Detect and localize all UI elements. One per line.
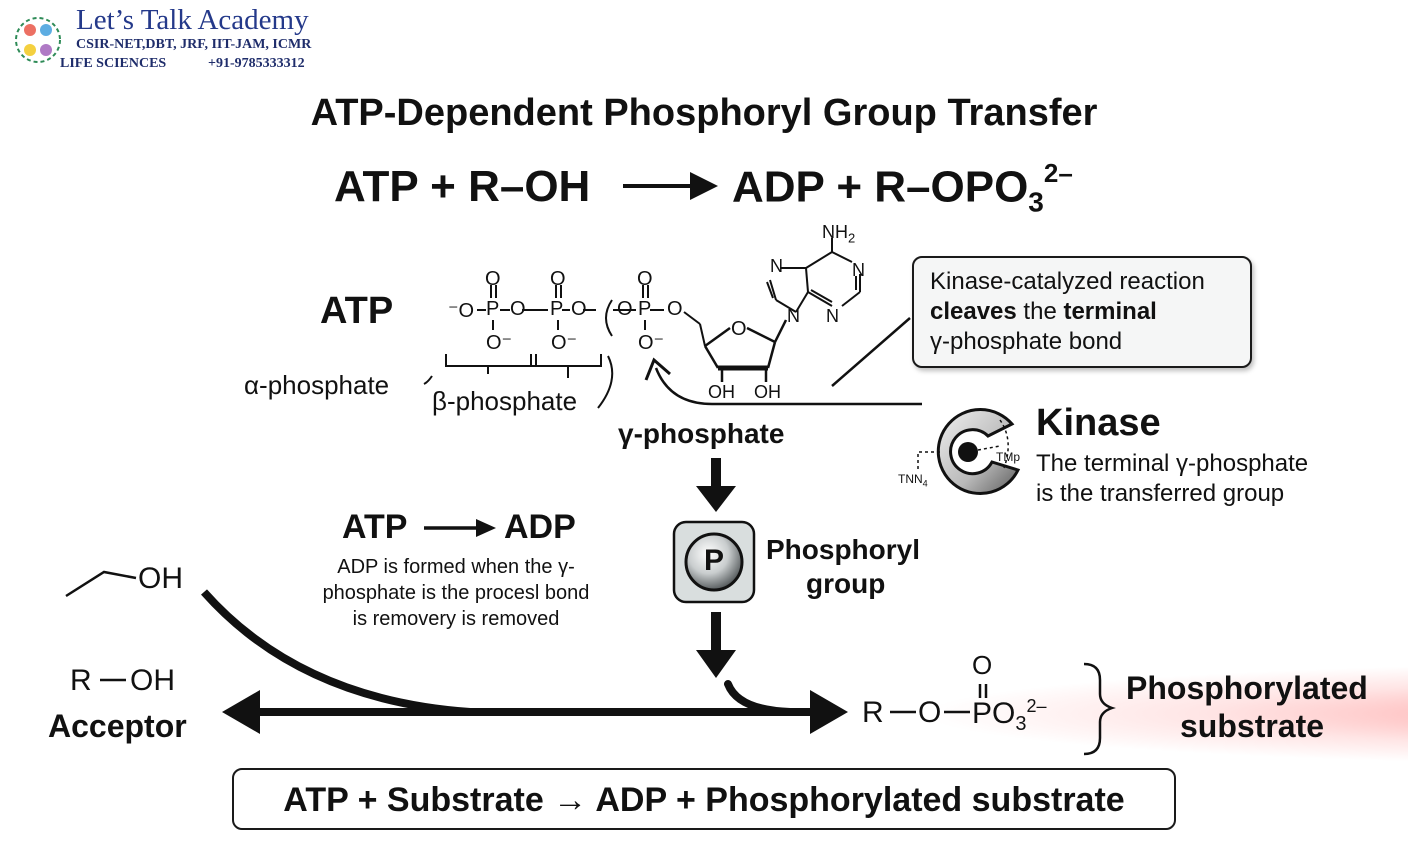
acceptor-label: Acceptor [48,708,187,744]
adenine-n1: N [852,260,865,280]
equation-right: ADP + R–OPO32– [732,158,1073,218]
adenine-n9: N [787,306,800,326]
atp-adp-desc-1: ADP is formed when the γ- [337,556,575,578]
kinase-desc-1: The terminal γ-phosphate [1036,450,1309,477]
brand-name[interactable]: Let’s Talk Academy [76,4,309,36]
adenine-n7: N [770,256,783,276]
bottom-equation-box: ATP + Substrate → ADP + Phosphorylated s… [232,768,1176,830]
main-arrow-right-head [810,690,848,734]
atom-p1: P [486,298,500,320]
product-r: R [862,696,884,729]
brand-subject: LIFE SCIENCES [60,56,167,71]
product-label-2: substrate [1180,708,1325,744]
atom-minus-o: ⁻O [448,300,475,322]
phosphoryl-symbol: P [703,544,724,577]
kinase-to-gamma-arrow [654,367,922,406]
brand-phone[interactable]: +91-9785333312 [208,56,305,71]
alpha-phosphate-label: α-phosphate [244,370,390,400]
ethanol-skeleton [65,570,137,598]
main-arrow-left-head [222,690,260,734]
product-label-1: Phosphorylated [1126,670,1368,706]
beta-phosphate-label: β-phosphate [432,386,578,416]
page-title: ATP-Dependent Phosphoryl Group Transfer [310,92,1098,134]
adenine-nh2: NH2 [822,222,856,246]
kinase-enzyme-icon [917,408,1021,496]
atom-o-bridge2: O [571,298,587,320]
ribose-oh-2: OH [754,382,781,402]
gamma-phosphate-label: γ-phosphate [618,418,785,449]
phosphoryl-down-arrowhead [696,650,736,678]
atom-p2: P [550,298,564,320]
brand-tagline: CSIR-NET,DBT, JRF, IIT-JAM, ICMR [76,37,312,52]
phosphoryl-token [672,520,756,604]
atom-p3: P [638,298,652,320]
ethanol-oh: OH [138,562,183,595]
kinase-note-box: Kinase-catalyzed reaction cleaves the te… [912,256,1252,368]
note-line-1: Kinase-catalyzed reaction [930,268,1205,295]
atp-adp-desc-3: is removery is removed [352,608,560,630]
phosphate-chain-bonds [477,285,706,347]
atom-o3-bottom: O⁻ [638,332,665,354]
atom-o3-top: O [637,268,653,290]
product-top-o: O [972,650,993,680]
atom-o-bridge1: O [510,298,526,320]
adenine-n3: N [826,306,839,326]
note-callout-line [831,317,911,387]
academy-logo-icon [15,17,61,63]
phosphoryl-label-1: Phosphoryl [766,534,921,565]
acceptor-oh: OH [130,664,175,697]
ribose-oh-1: OH [708,382,735,402]
kinase-right-label: TMp [996,450,1020,464]
product-o: O [918,696,942,729]
equation-arrowhead [690,172,718,200]
kinase-left-label: TNN4 [898,472,928,489]
kinase-title: Kinase [1036,402,1161,444]
equation-left: ATP + R–OH [334,162,591,211]
bottom-equation: ATP + Substrate → ADP + Phosphorylated s… [283,781,1125,819]
atom-o-ester: O [667,298,683,320]
ribose-ring [703,319,788,382]
atom-o1-bottom: O⁻ [486,332,513,354]
phosphoryl-label-2: group [806,568,886,599]
kinase-to-gamma-arrowhead [644,357,671,381]
atp-adp-left: ATP [342,508,408,546]
gamma-down-arrowhead [696,486,736,512]
atp-adp-arrowhead [476,519,496,537]
note-line-2: cleaves the terminal [930,298,1157,325]
adenine-ring [766,238,861,313]
atp-adp-right: ADP [504,508,576,546]
acceptor-r: R [70,664,92,697]
phosphoryl-join-curve [724,680,794,716]
atp-adp-desc-2: phosphate is the procesl bond [322,582,590,604]
note-line-3: γ-phosphate bond [930,328,1123,355]
atom-o2-top: O [550,268,566,290]
atom-ribose-o: O [731,318,747,340]
phosphate-braces [423,354,614,409]
kinase-desc-2: is the transferred group [1036,480,1285,507]
atom-o-bridge3: O [617,298,633,320]
atom-o1-top: O [485,268,501,290]
atp-label: ATP [320,290,394,332]
atom-o2-bottom: O⁻ [551,332,578,354]
